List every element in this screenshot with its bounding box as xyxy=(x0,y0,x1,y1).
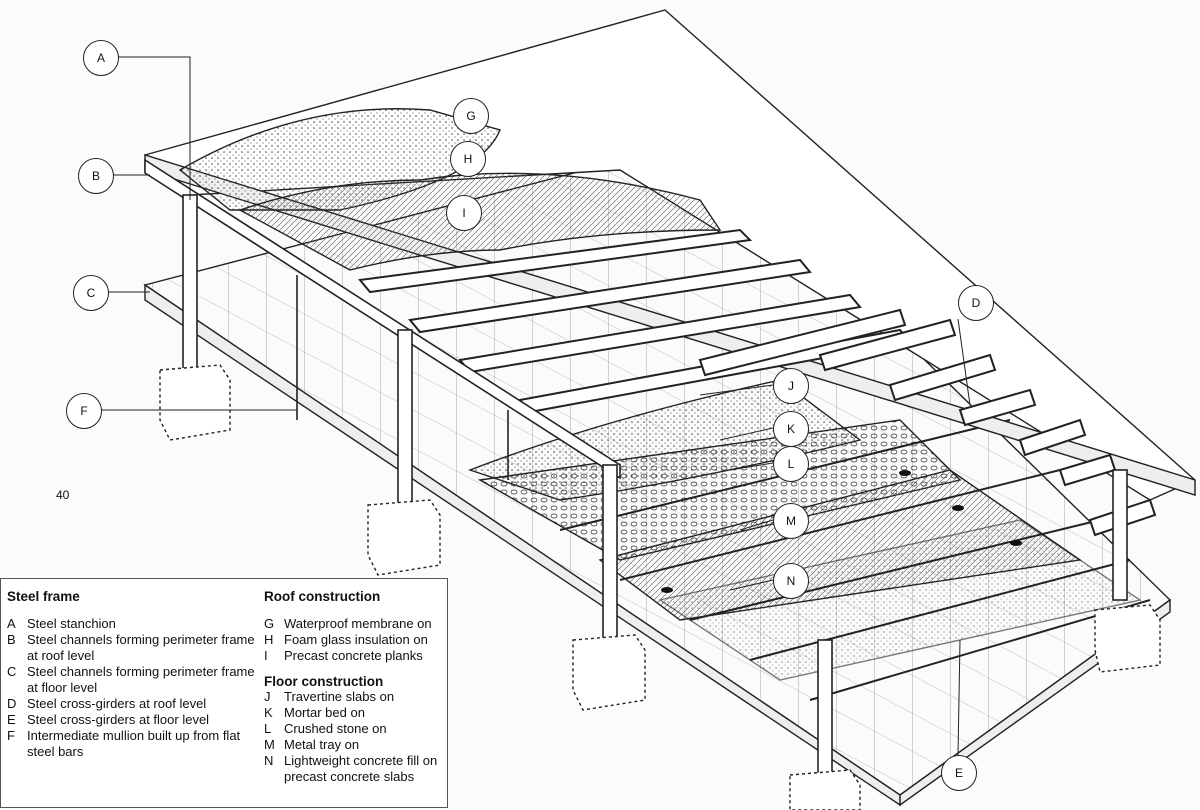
callout-a: A xyxy=(83,40,119,76)
callout-i: I xyxy=(446,195,482,231)
callout-n: N xyxy=(773,563,809,599)
legend-item: M Metal tray on xyxy=(264,737,449,753)
legend-text: Steel channels forming perimeter frame a… xyxy=(27,632,255,663)
callout-l: L xyxy=(773,446,809,482)
callout-b: B xyxy=(78,158,114,194)
legend-roof-floor: Roof construction G Waterproof membrane o… xyxy=(264,589,449,785)
legend-text: Crushed stone on xyxy=(284,721,387,736)
legend-text: Intermediate mullion built up from flat … xyxy=(27,728,241,759)
legend-heading: Floor construction xyxy=(264,674,384,689)
callout-e: E xyxy=(941,755,977,791)
legend-key: K xyxy=(264,705,273,720)
legend-item: E Steel cross-girders at floor level xyxy=(7,712,257,728)
callout-c: C xyxy=(73,275,109,311)
legend-text: Travertine slabs on xyxy=(284,689,395,704)
legend-key: M xyxy=(264,737,275,752)
legend-item: B Steel channels forming perimeter frame … xyxy=(7,632,257,664)
legend-text: Mortar bed on xyxy=(284,705,365,720)
callout-h: H xyxy=(450,141,486,177)
legend-item: L Crushed stone on xyxy=(264,721,449,737)
legend-key: L xyxy=(264,721,272,736)
callout-f: F xyxy=(66,393,102,429)
legend-item: F Intermediate mullion built up from flat… xyxy=(7,728,257,760)
legend-key: J xyxy=(264,689,271,704)
legend-text: Steel channels forming perimeter frame a… xyxy=(27,664,255,695)
legend-item: N Lightweight concrete fill on precast co… xyxy=(264,753,449,785)
legend-item: I Precast concrete planks xyxy=(264,648,449,664)
legend-key: F xyxy=(7,728,15,743)
legend-key: A xyxy=(7,616,16,631)
legend-key: E xyxy=(7,712,16,727)
legend-heading: Steel frame xyxy=(7,589,80,604)
legend-text: Steel cross-girders at roof level xyxy=(27,696,207,711)
legend-key: C xyxy=(7,664,17,679)
legend-item: G Waterproof membrane on xyxy=(264,616,449,632)
legend-key: G xyxy=(264,616,275,631)
callout-m: M xyxy=(773,503,809,539)
legend-key: I xyxy=(264,648,268,663)
legend-key: H xyxy=(264,632,274,647)
legend-key: D xyxy=(7,696,17,711)
legend-text: Foam glass insulation on xyxy=(284,632,428,647)
callout-j: J xyxy=(773,368,809,404)
legend-key: B xyxy=(7,632,16,647)
floor-layer-fill xyxy=(658,519,1142,681)
callout-d: D xyxy=(958,285,994,321)
legend-item: A Steel stanchion xyxy=(7,616,257,632)
legend-item: D Steel cross-girders at roof level xyxy=(7,696,257,712)
legend-text: Steel cross-girders at floor level xyxy=(27,712,210,727)
legend-text: Metal tray on xyxy=(284,737,360,752)
legend-key: N xyxy=(264,753,274,768)
legend-text: Lightweight concrete fill on precast con… xyxy=(284,753,438,784)
legend-heading: Roof construction xyxy=(264,589,381,604)
legend-item: C Steel channels forming perimeter frame … xyxy=(7,664,257,696)
callout-g: G xyxy=(453,98,489,134)
legend-item: J Travertine slabs on xyxy=(264,689,449,705)
legend-text: Steel stanchion xyxy=(27,616,116,631)
page-number: 40 xyxy=(56,488,70,502)
legend-item: K Mortar bed on xyxy=(264,705,449,721)
roof-layer-planks xyxy=(238,172,722,271)
legend-text: Waterproof membrane on xyxy=(284,616,432,631)
legend-text: Precast concrete planks xyxy=(284,648,423,663)
callout-k: K xyxy=(773,411,809,447)
legend-item: H Foam glass insulation on xyxy=(264,632,449,648)
